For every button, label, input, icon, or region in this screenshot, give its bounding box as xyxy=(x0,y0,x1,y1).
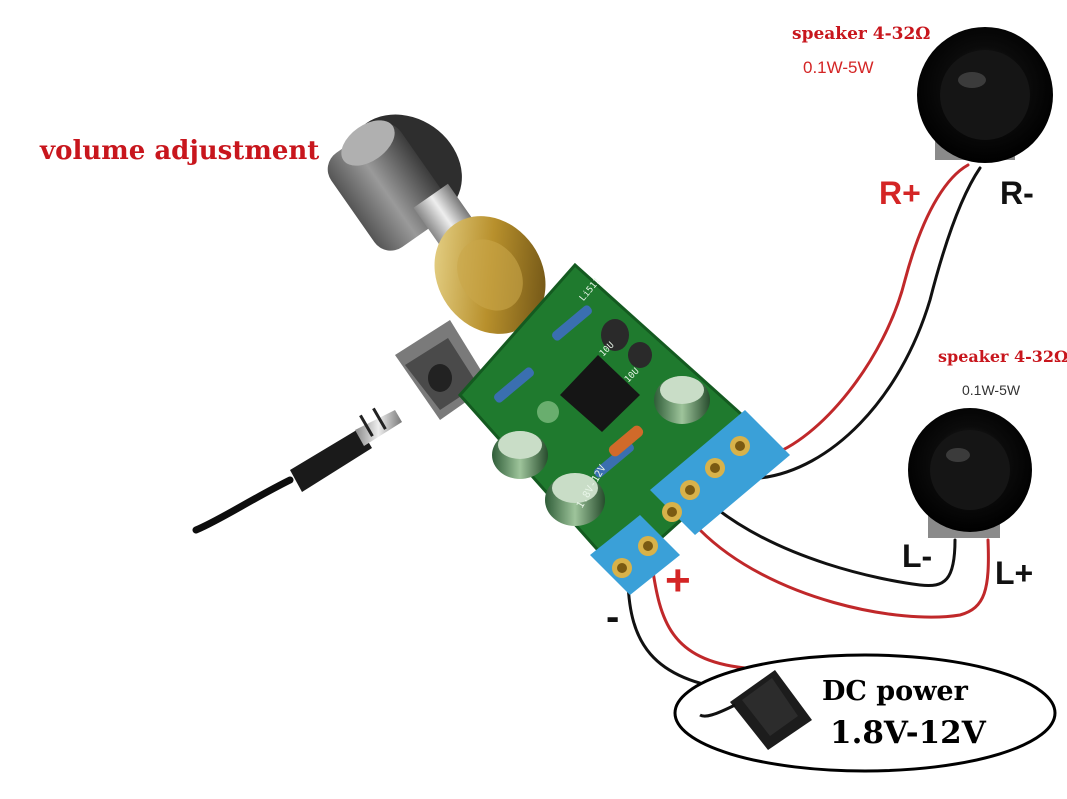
power-adapter xyxy=(699,670,812,750)
l-plus-label: L+ xyxy=(995,555,1034,591)
speaker-right-title: speaker 4-32Ω xyxy=(792,24,931,44)
speaker-left-title: speaker 4-32Ω xyxy=(938,347,1067,366)
dc-voltage-label: 1.8V-12V xyxy=(830,715,986,751)
terminal-block-speakers xyxy=(650,410,790,535)
r-plus-label: R+ xyxy=(879,175,921,211)
volume-adjustment-label: volume adjustment xyxy=(40,136,320,166)
speaker-left xyxy=(908,408,1032,538)
speaker-left-power: 0.1W-5W xyxy=(962,382,1021,398)
l-minus-label: L- xyxy=(902,538,933,574)
r-minus-label: R- xyxy=(1000,175,1034,211)
dc-power-label: DC power xyxy=(822,676,968,707)
audio-plug xyxy=(290,407,402,492)
potentiometer xyxy=(434,216,546,334)
volume-knob xyxy=(327,114,489,266)
ic-chip xyxy=(560,355,640,432)
wires xyxy=(192,163,990,692)
speaker-right-power: 0.1W-5W xyxy=(803,58,874,77)
dc-power-callout xyxy=(673,653,1057,773)
terminal-block-power xyxy=(590,515,680,595)
power-plus-label: + xyxy=(665,556,691,605)
power-minus-label: - xyxy=(606,595,620,639)
capacitors xyxy=(492,376,710,526)
speaker-right xyxy=(917,27,1053,163)
